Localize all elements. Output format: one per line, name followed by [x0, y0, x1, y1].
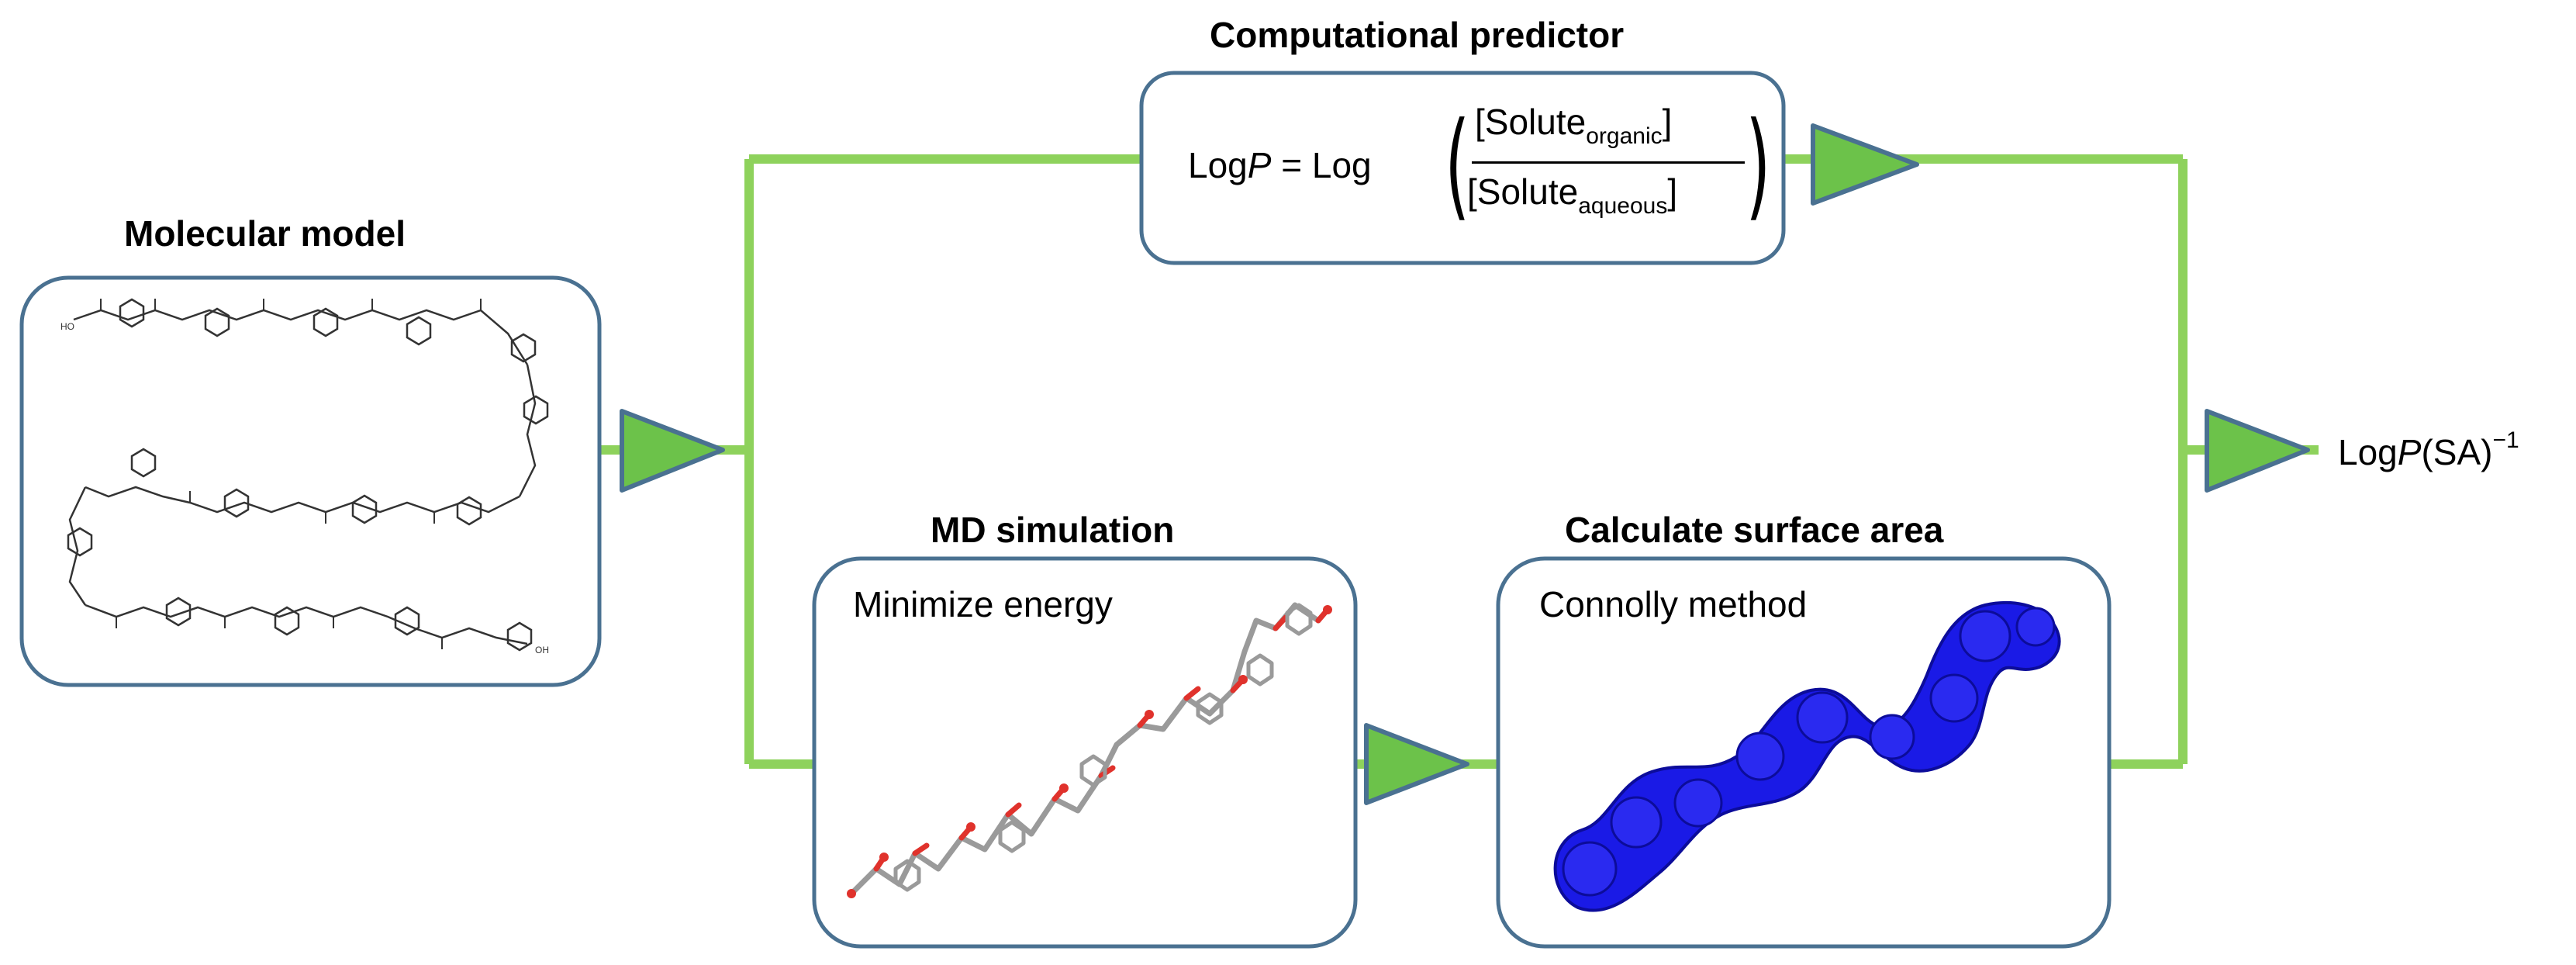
output-var: P	[2397, 432, 2422, 472]
formula-num-close: ]	[1662, 102, 1673, 142]
molecule-atom-labels: HO OH	[60, 321, 549, 655]
md-simulation-title: MD simulation	[931, 510, 1175, 550]
md-stick-model	[847, 602, 1332, 898]
formula-equals-log: = Log	[1271, 145, 1372, 185]
formula-den-sub: aqueous	[1578, 193, 1668, 219]
formula-lhs: LogP = Log	[1188, 144, 1372, 186]
molecular-model-title: Molecular model	[124, 213, 406, 254]
formula-right-paren: )	[1746, 98, 1771, 233]
surface-area-title: Calculate surface area	[1565, 510, 1944, 550]
formula-numerator: [Soluteorganic]	[1475, 101, 1673, 149]
formula-left-paren: (	[1445, 98, 1470, 233]
output-log: Log	[2338, 432, 2398, 472]
arrow-right-icon	[1364, 723, 1469, 805]
formula-lhs-var: P	[1247, 145, 1272, 185]
molecule-line-drawing	[67, 298, 549, 652]
connolly-method-label: Connolly method	[1539, 584, 1808, 624]
output-exponent: −1	[2492, 427, 2519, 453]
benzene-ring-icon	[119, 298, 537, 363]
flow-arrows	[620, 123, 2310, 805]
formula-den-open: [Solute	[1467, 171, 1579, 212]
connolly-surface	[1553, 601, 2061, 912]
output-rest: (SA)	[2421, 432, 2493, 472]
output-label: LogP(SA)−1	[2338, 427, 2519, 473]
molecular-model-box	[19, 275, 602, 687]
formula-lhs-log: Log	[1188, 145, 1248, 185]
arrow-right-icon	[620, 409, 725, 493]
logp-formula: LogP = Log ( [Soluteorganic] [Soluteaque…	[1140, 84, 1784, 278]
benzene-ring-icon	[165, 597, 533, 652]
benzene-ring-icon	[130, 448, 482, 526]
computational-predictor-title: Computational predictor	[1210, 15, 1625, 55]
arrow-right-icon	[1811, 123, 1919, 206]
formula-num-sub: organic	[1586, 123, 1663, 149]
minimize-energy-label: Minimize energy	[853, 584, 1113, 624]
svg-text:OH: OH	[535, 645, 549, 655]
arrow-right-icon	[2205, 409, 2310, 493]
formula-num-open: [Solute	[1475, 102, 1587, 142]
formula-fraction-line	[1472, 161, 1745, 164]
svg-text:HO: HO	[60, 321, 74, 332]
computational-predictor-box	[1139, 71, 1786, 265]
formula-denominator: [Soluteaqueous]	[1467, 171, 1678, 219]
formula-den-close: ]	[1667, 171, 1678, 212]
